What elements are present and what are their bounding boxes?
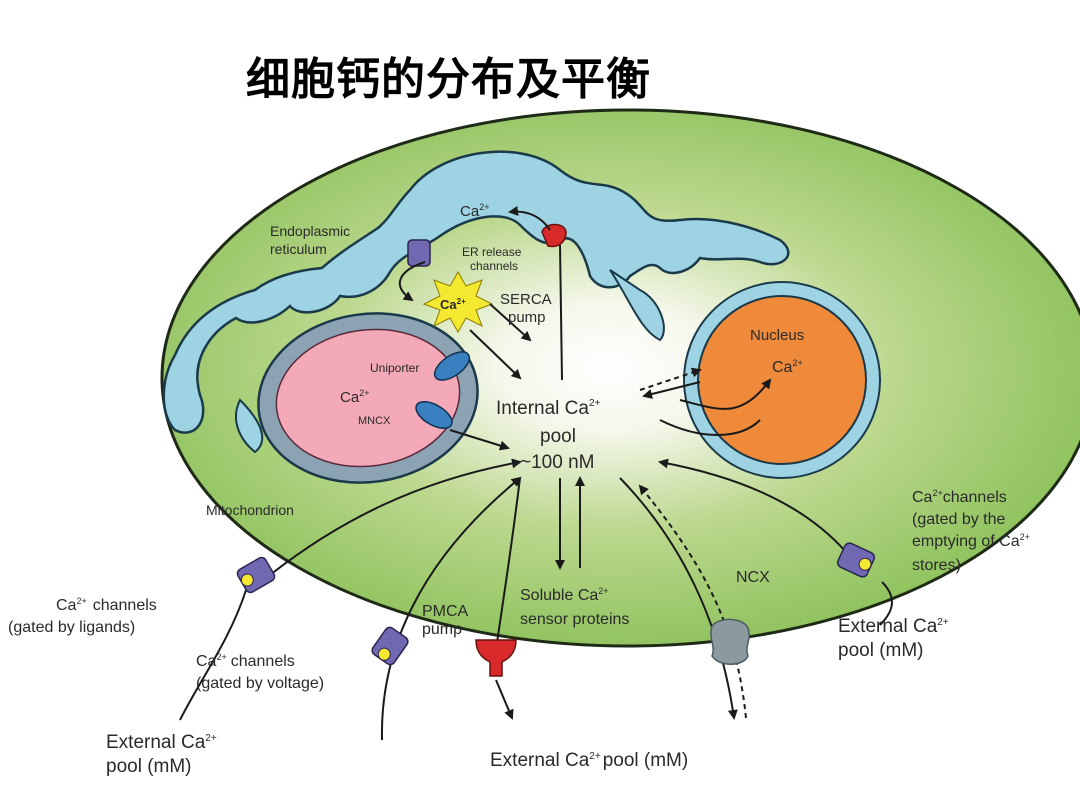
voltage-gated-channel-icon bbox=[371, 626, 409, 666]
internal-pool-label: Internal Ca2+ pool ~100 nM bbox=[496, 390, 606, 473]
pmca-pump-icon bbox=[475, 639, 517, 677]
store-channels-label: Ca2+channels (gated by the emptying of C… bbox=[912, 488, 1034, 574]
ext-pool-bottom-label: External Ca2+pool (mM) bbox=[490, 750, 688, 771]
ncx-label: NCX bbox=[736, 569, 770, 586]
er-channel-icon bbox=[407, 239, 431, 267]
serca-label: SERCA pump bbox=[500, 291, 555, 326]
ligand-gated-channel-icon bbox=[236, 556, 276, 594]
er-release-label: ER release channels bbox=[462, 245, 525, 273]
flux-arrows bbox=[179, 205, 893, 741]
er-label: Endoplasmic reticulum bbox=[270, 223, 354, 257]
ext-pool-left-label: External Ca2+ pool (mM) bbox=[106, 725, 222, 777]
pmca-label: PMCA pump bbox=[422, 603, 472, 638]
slide-title: 细胞钙的分布及平衡 bbox=[246, 54, 651, 105]
er-ca-label: Ca2+ bbox=[460, 202, 489, 220]
store-operated-channel-icon bbox=[836, 542, 876, 578]
soluble-sensor-label: Soluble Ca2+ sensor proteins bbox=[520, 581, 629, 628]
nucleus-label: Nucleus bbox=[750, 327, 804, 344]
nucleus bbox=[697, 295, 867, 465]
ncx-exchanger-icon bbox=[710, 618, 750, 665]
ligand-channels-label: Ca2+channels (gated by ligands) bbox=[8, 596, 161, 636]
mncx-icon bbox=[415, 401, 453, 429]
mito-ca-label: Ca2+ bbox=[340, 388, 369, 406]
ca-burst-icon bbox=[422, 270, 494, 334]
nucleus-group bbox=[683, 281, 881, 479]
uniporter-label: Uniporter bbox=[370, 361, 419, 375]
mitochondrion-matrix bbox=[275, 328, 461, 468]
burst-ca-label: Ca2+ bbox=[440, 297, 466, 312]
ext-pool-right-label: External Ca2+ pool (mM) bbox=[838, 609, 954, 661]
nucleus-ca-label: Ca2+ bbox=[772, 358, 803, 376]
er-release-channel-icon bbox=[541, 223, 567, 248]
mitochondrion-label: Mitochondrion bbox=[206, 502, 294, 518]
uniporter-icon bbox=[433, 351, 471, 381]
voltage-channels-label: Ca2+channels (gated by voltage) bbox=[196, 652, 324, 692]
mitochondrion-shape bbox=[257, 312, 479, 484]
endoplasmic-reticulum bbox=[162, 150, 790, 454]
mncx-label: MNCX bbox=[358, 415, 391, 427]
